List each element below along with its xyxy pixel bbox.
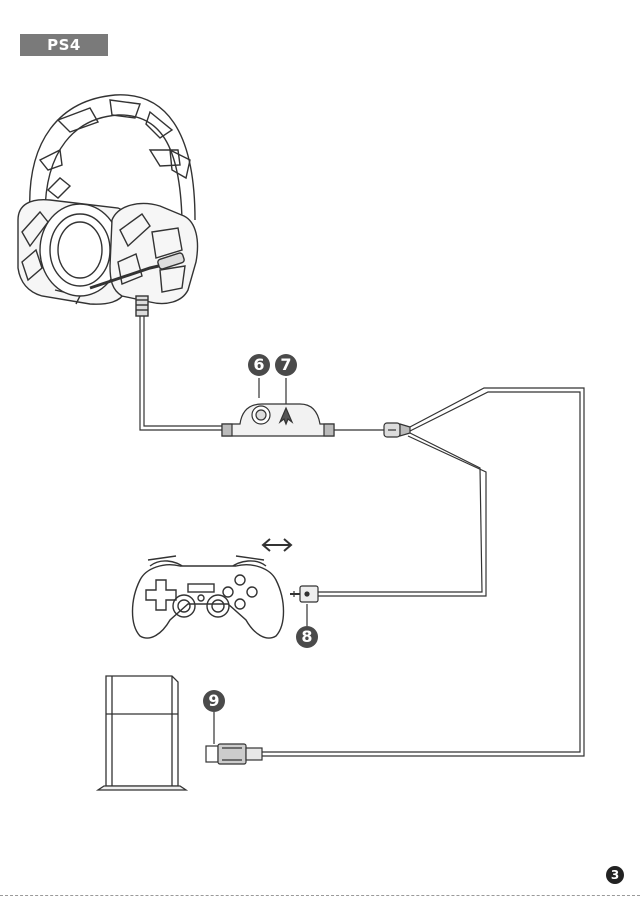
page-number: 3 bbox=[606, 866, 624, 884]
left-right-arrow-icon bbox=[263, 539, 291, 551]
gamepad-illustration bbox=[133, 556, 284, 638]
cable-lines bbox=[140, 316, 584, 756]
marker-7: 7 bbox=[275, 354, 297, 376]
console-illustration bbox=[98, 676, 186, 790]
cable-splitter bbox=[384, 423, 410, 437]
footer-divider bbox=[0, 895, 640, 896]
usb-plug bbox=[206, 744, 262, 764]
headset-illustration bbox=[18, 95, 198, 316]
marker-8: 8 bbox=[296, 626, 318, 648]
marker-9: 9 bbox=[203, 690, 225, 712]
marker-6: 6 bbox=[248, 354, 270, 376]
inline-control-box bbox=[222, 404, 334, 436]
audio-jack-plug bbox=[290, 586, 318, 602]
